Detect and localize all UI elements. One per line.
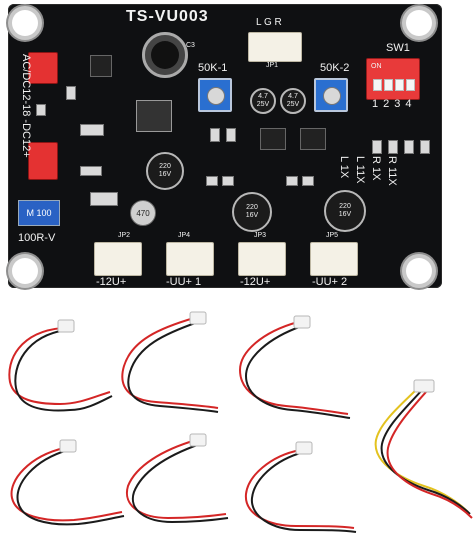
jp4-label: JP4 — [178, 232, 191, 239]
jp3-label: JP3 — [254, 232, 267, 239]
sw1-label: SW1 — [386, 42, 410, 54]
board-title: TS-VU003 — [126, 8, 209, 25]
connector-jp5-label: -UU+ 2 — [312, 276, 348, 288]
bridge-rectifier-db1 — [90, 55, 112, 77]
dip-numbers: 1234 — [372, 98, 417, 110]
connector-jp4 — [166, 242, 214, 276]
power-terminal-bottom — [28, 142, 58, 180]
smd-d10 — [80, 124, 104, 136]
inductor-l1: 470 — [130, 200, 156, 226]
pot1-label: 50K-1 — [198, 62, 228, 74]
mounting-hole-top-left — [12, 10, 38, 36]
dip-switch-sw1[interactable]: ON — [366, 58, 420, 100]
potentiometer-50k-1[interactable] — [198, 78, 232, 112]
lgr-label: L G R — [256, 17, 282, 28]
c3-label: C3 — [186, 42, 195, 49]
capacitor-c3 — [142, 32, 188, 78]
connector-jp2-label: -12U+ — [96, 276, 127, 288]
potentiometer-50k-2[interactable] — [314, 78, 348, 112]
smd-r12 — [226, 128, 236, 142]
connector-jp4-label: -UU+ 1 — [166, 276, 202, 288]
power-terminal-top — [28, 52, 58, 84]
smd-d3 — [90, 192, 118, 206]
smd-r20 — [372, 140, 382, 154]
gain-label-r11x: R 11X — [386, 156, 398, 186]
dip-on-label: ON — [371, 63, 382, 70]
connector-jp5 — [310, 242, 358, 276]
smd-r8 — [286, 176, 298, 186]
smd-r3 — [66, 86, 76, 100]
pot2-label: 50K-2 — [320, 62, 350, 74]
smd-r19 — [420, 140, 430, 154]
gain-label-r1x: R 1X — [370, 156, 382, 181]
jp1-label: JP1 — [266, 62, 279, 69]
smd-led1 — [36, 104, 46, 116]
op-amp-u3 — [300, 128, 326, 150]
smd-r18 — [404, 140, 414, 154]
power-input-label: AC/DC12-18 -DC12+ — [20, 54, 32, 158]
connector-jp3 — [238, 242, 286, 276]
op-amp-u2 — [260, 128, 286, 150]
vu-meter-driver-board — [8, 4, 442, 288]
connector-jp2 — [94, 242, 142, 276]
mounting-hole-bottom-right — [406, 258, 432, 284]
smd-r23 — [210, 128, 220, 142]
trimmer-100r[interactable]: M 100 — [18, 200, 60, 226]
mounting-hole-bottom-left — [12, 258, 38, 284]
smd-r9 — [302, 176, 314, 186]
jp2-label: JP2 — [118, 232, 131, 239]
smd-r14 — [206, 176, 218, 186]
smd-r21 — [388, 140, 398, 154]
smd-d9 — [80, 166, 102, 176]
trimmer-label: 100R-V — [18, 232, 56, 244]
smd-r15 — [222, 176, 234, 186]
wiring-cables — [8, 311, 473, 533]
connector-jp3-label: -12U+ — [240, 276, 271, 288]
mounting-hole-top-right — [406, 10, 432, 36]
voltage-regulator — [136, 100, 172, 132]
jp5-label: JP5 — [326, 232, 339, 239]
audio-input-connector-jp1 — [248, 32, 302, 62]
